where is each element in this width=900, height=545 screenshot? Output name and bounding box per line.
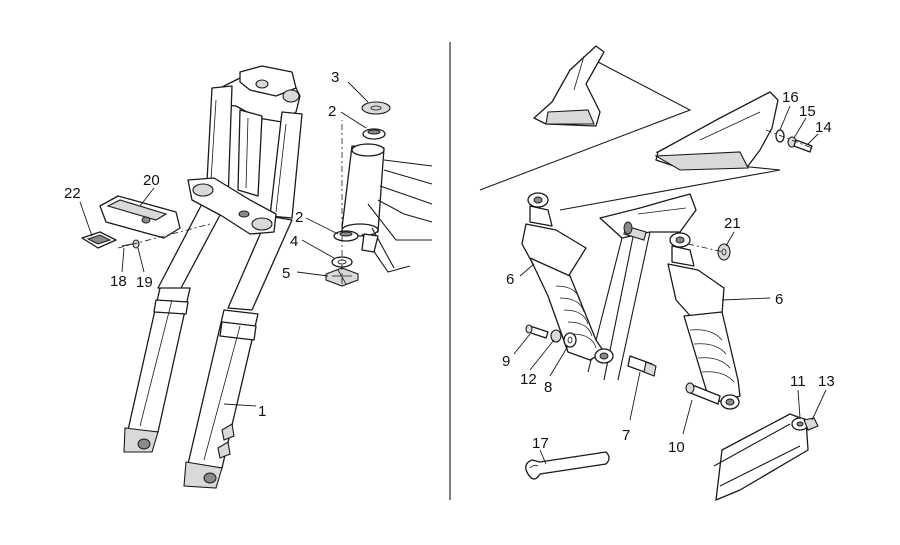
- callout-9: 9: [502, 353, 510, 370]
- callout-14: 14: [815, 119, 832, 136]
- callout-18: 18: [110, 273, 127, 290]
- callout-15: 15: [799, 103, 816, 120]
- callout-12: 12: [520, 371, 537, 388]
- fork-leg-left: [123, 85, 233, 453]
- rear-suspension-assembly: [479, 45, 819, 501]
- callout-4: 4: [290, 233, 298, 250]
- nut-13: [803, 417, 819, 431]
- callout-19: 19: [136, 274, 153, 291]
- callout-10: 10: [668, 439, 685, 456]
- callout-11: 11: [790, 373, 806, 390]
- callout-13: 13: [818, 373, 835, 390]
- washer-8: [563, 332, 577, 348]
- washer-16: [775, 129, 785, 143]
- callout-16: 16: [782, 89, 799, 106]
- screw-14: [793, 139, 813, 153]
- callout-7: 7: [622, 427, 630, 444]
- callout-2-lower: 2: [295, 209, 303, 226]
- callout-8: 8: [544, 379, 552, 396]
- swingarm: [713, 413, 819, 501]
- shock-absorber-left: [521, 192, 614, 364]
- frame-bracket-upper: [533, 45, 605, 127]
- callout-22: 22: [64, 185, 81, 202]
- callout-6-right: 6: [775, 291, 783, 308]
- callout-17: 17: [532, 435, 549, 452]
- callout-5: 5: [282, 265, 290, 282]
- callout-21: 21: [724, 215, 741, 232]
- callout-labels: 1 2 2 3 4 5 6 6 7 8 9 10 11 12 13 14 15 …: [64, 69, 835, 456]
- shock-absorber-right: [667, 232, 741, 410]
- callout-3: 3: [331, 69, 339, 86]
- fork-leg-right: [183, 111, 303, 489]
- leader-lines: [79, 81, 827, 465]
- callout-6-left: 6: [506, 271, 514, 288]
- callout-20: 20: [143, 172, 160, 189]
- seat-rail-bracket: [654, 91, 779, 171]
- headlight-bracket: [99, 195, 181, 239]
- front-fork-assembly: [81, 65, 303, 489]
- spacer-21: [717, 243, 731, 261]
- washer-12: [550, 329, 562, 343]
- nut-11: [796, 421, 804, 427]
- callout-1: 1: [258, 403, 266, 420]
- c-spanner-17: [525, 451, 610, 480]
- steering-head-assembly: [325, 101, 433, 287]
- bottom-yoke: [187, 177, 277, 235]
- callout-2-upper: 2: [328, 103, 336, 120]
- reflector-plate: [81, 231, 117, 249]
- dust-seal-3: [361, 101, 391, 115]
